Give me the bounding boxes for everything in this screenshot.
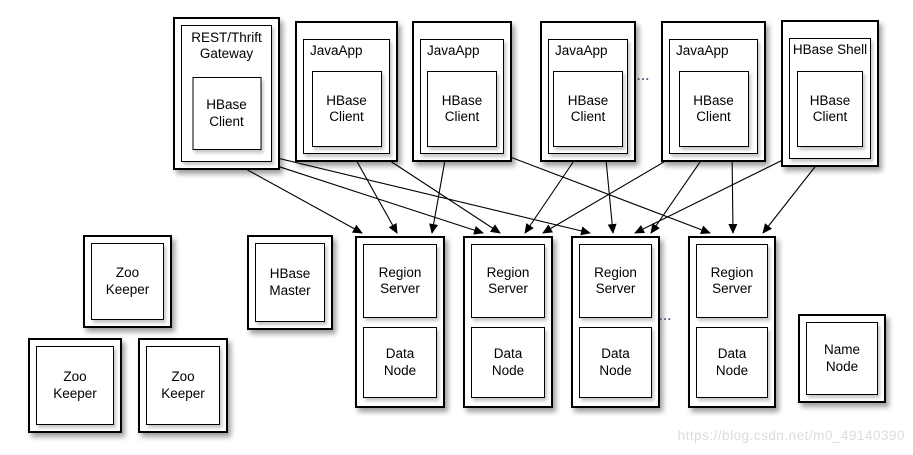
javaapp-2-inner-box: JavaApp HBase Client xyxy=(420,39,504,154)
hbase-shell-title: HBase Shell xyxy=(792,42,868,57)
javaapp-1-hbase-client-label: HBase Client xyxy=(326,92,367,124)
region-server-2-datanode-label: Data Node xyxy=(491,346,525,378)
more-region-servers-ellipsis: ... xyxy=(659,309,673,323)
region-server-2-box: Region Server Data Node xyxy=(463,236,553,408)
javaapp-3-hbase-client-label: HBase Client xyxy=(567,92,609,124)
zookeeper-2-label: Zoo Keeper xyxy=(53,369,97,401)
region-server-4-box: Region Server Data Node xyxy=(688,236,776,408)
region-server-3-datanode-label: Data Node xyxy=(599,346,632,378)
javaapp-3-title: JavaApp xyxy=(555,43,608,58)
region-server-4-datanode-label: Data Node xyxy=(715,346,749,378)
region-server-1-server-box: Region Server xyxy=(363,244,437,318)
region-server-3-box: Region Server Data Node xyxy=(571,236,660,408)
javaapp-2-box: JavaApp HBase Client xyxy=(412,21,512,162)
javaapp-4-hbase-client-label: HBase Client xyxy=(693,92,734,124)
rest-thrift-gateway-title: REST/Thrift Gateway xyxy=(182,30,271,63)
javaapp-1-title: JavaApp xyxy=(310,43,363,58)
more-javaapps-ellipsis: ... xyxy=(637,69,651,83)
javaapp-3-box: JavaApp HBase Client xyxy=(540,21,636,162)
javaapp-4-hbase-client-box: HBase Client xyxy=(678,71,749,147)
region-server-3-label: Region Server xyxy=(594,264,637,296)
javaapp-4-box: JavaApp HBase Client xyxy=(661,21,766,162)
region-server-4-server-box: Region Server xyxy=(696,244,768,318)
region-server-4-label: Region Server xyxy=(710,264,754,296)
name-node-label: Name Node xyxy=(823,342,860,374)
region-server-3-datanode-box: Data Node xyxy=(579,327,652,398)
region-server-4-datanode-box: Data Node xyxy=(696,327,768,398)
javaapp-2-title: JavaApp xyxy=(427,43,480,58)
csdn-watermark: https://blog.csdn.net/m0_49140390 xyxy=(677,428,905,443)
name-node-inner-box: Name Node xyxy=(806,322,878,395)
rest-hbase-client-box: HBase Client xyxy=(192,77,261,150)
zookeeper-3-label: Zoo Keeper xyxy=(161,369,205,401)
zookeeper-3-inner-box: Zoo Keeper xyxy=(146,346,220,425)
hbase-shell-hbase-client-label: HBase Client xyxy=(809,92,851,124)
javaapp-3-inner-box: JavaApp HBase Client xyxy=(548,39,628,154)
javaapp-2-hbase-client-label: HBase Client xyxy=(441,92,483,124)
zookeeper-2-box: Zoo Keeper xyxy=(28,338,122,433)
rest-thrift-gateway-box: REST/Thrift Gateway HBase Client xyxy=(173,17,280,170)
name-node-box: Name Node xyxy=(798,314,886,403)
zookeeper-3-box: Zoo Keeper xyxy=(138,338,228,433)
rest-thrift-gateway-title-text: REST/Thrift Gateway xyxy=(191,30,262,62)
region-server-1-datanode-label: Data Node xyxy=(383,346,417,378)
arrow-rest-thrift-gateway-to-region-server-3 xyxy=(251,149,591,236)
hbase-master-label: HBase Master xyxy=(269,266,311,298)
zookeeper-1-box: Zoo Keeper xyxy=(83,235,172,328)
region-server-1-datanode-box: Data Node xyxy=(363,327,437,398)
hbase-master-box: HBase Master xyxy=(247,235,333,330)
rest-thrift-gateway-inner-box: REST/Thrift Gateway HBase Client xyxy=(181,25,272,162)
hbase-shell-hbase-client-box: HBase Client xyxy=(797,71,863,147)
zookeeper-1-inner-box: Zoo Keeper xyxy=(91,243,164,320)
rest-hbase-client-label: HBase Client xyxy=(206,97,247,129)
region-server-1-label: Region Server xyxy=(378,264,422,296)
zookeeper-2-inner-box: Zoo Keeper xyxy=(36,346,114,425)
hbase-shell-box: HBase Shell HBase Client xyxy=(781,20,879,167)
hbase-shell-inner-box: HBase Shell HBase Client xyxy=(789,38,871,159)
region-server-1-box: Region Server Data Node xyxy=(355,236,445,408)
region-server-2-server-box: Region Server xyxy=(471,244,545,318)
javaapp-4-title: JavaApp xyxy=(676,43,729,58)
javaapp-4-inner-box: JavaApp HBase Client xyxy=(669,39,758,154)
javaapp-1-box: JavaApp HBase Client xyxy=(295,21,398,162)
javaapp-3-hbase-client-box: HBase Client xyxy=(553,71,623,147)
javaapp-1-hbase-client-box: HBase Client xyxy=(311,71,382,147)
zookeeper-1-label: Zoo Keeper xyxy=(105,265,150,297)
hbase-master-inner-box: HBase Master xyxy=(255,243,325,322)
javaapp-1-inner-box: JavaApp HBase Client xyxy=(303,39,390,154)
region-server-2-datanode-box: Data Node xyxy=(471,327,545,398)
region-server-3-server-box: Region Server xyxy=(579,244,652,318)
javaapp-2-hbase-client-box: HBase Client xyxy=(427,71,497,147)
region-server-2-label: Region Server xyxy=(486,264,530,296)
